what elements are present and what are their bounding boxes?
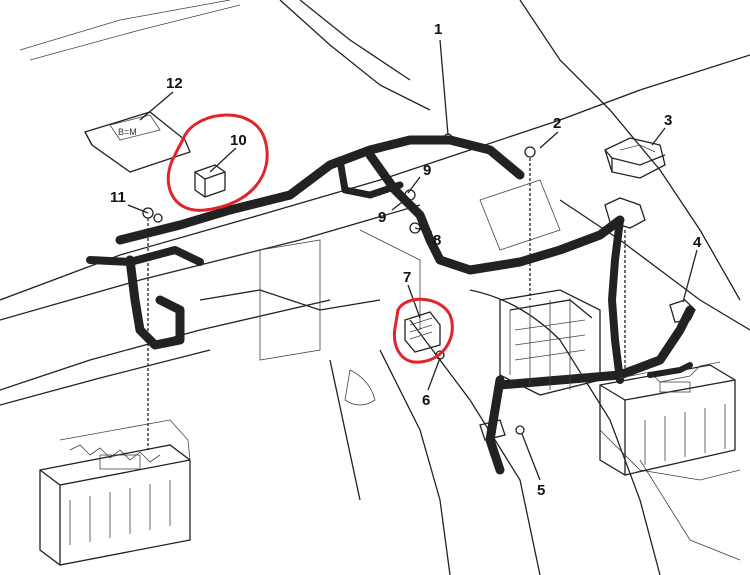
callout-8: 8 [433, 232, 441, 249]
callout-9-lower: 9 [378, 209, 386, 226]
callout-12: 12 [166, 75, 183, 92]
callout-5: 5 [537, 482, 545, 499]
highlight-markers [166, 113, 454, 364]
svg-text:B=M: B=M [118, 127, 137, 137]
callout-10: 10 [230, 132, 247, 149]
component-12-cover: B=M [84, 111, 191, 173]
callout-11: 11 [110, 189, 126, 206]
callout-labels: 1 2 3 4 5 6 7 8 9 9 10 11 12 [110, 21, 702, 499]
fasteners [142, 133, 536, 435]
callout-9-upper: 9 [423, 162, 431, 179]
callout-7: 7 [403, 269, 411, 286]
callout-6: 6 [422, 392, 430, 409]
battery-terminal-connector [479, 197, 696, 441]
highlight-circle-7 [392, 297, 454, 364]
component-3-bracket [604, 137, 666, 179]
battery-right [599, 361, 736, 476]
callout-2: 2 [553, 115, 561, 132]
leader-lines [127, 39, 698, 481]
component-7-module [404, 311, 441, 353]
component-10-relay [194, 164, 226, 198]
callout-4: 4 [693, 234, 702, 251]
callout-1: 1 [434, 21, 442, 38]
highlight-circle-10 [166, 113, 269, 212]
underhood-fuse-block [499, 289, 601, 396]
battery-left [39, 419, 191, 566]
callout-3: 3 [664, 112, 672, 129]
